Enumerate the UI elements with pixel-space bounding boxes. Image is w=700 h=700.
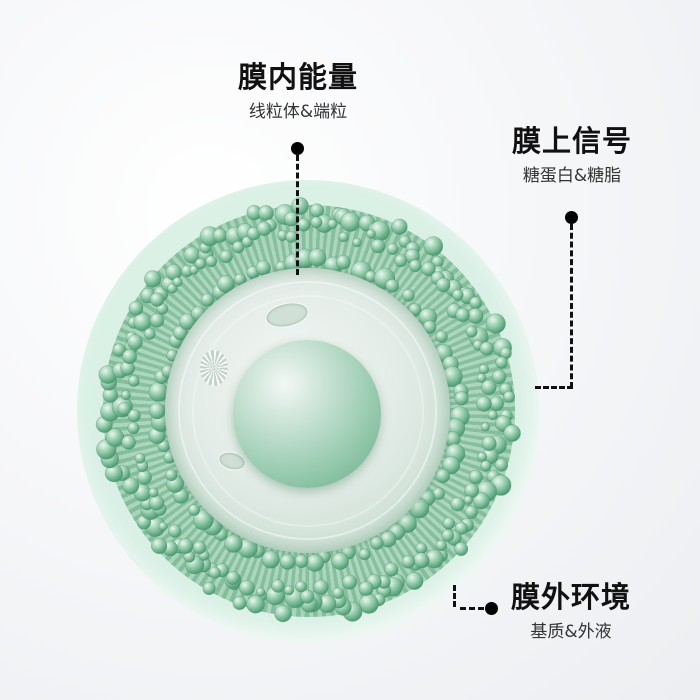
callout-dot — [565, 211, 578, 224]
callout-leader-line — [535, 386, 573, 389]
callout-membrane-signal: 膜上信号 糖蛋白&糖脂 — [492, 124, 652, 188]
callout-leader-line — [570, 224, 573, 388]
callout-subtitle: 糖蛋白&糖脂 — [522, 166, 622, 186]
callout-leader-line — [453, 585, 456, 607]
callout-title: 膜内能量 — [237, 60, 358, 94]
cytoplasm-ripple — [192, 295, 424, 527]
nucleus — [233, 340, 381, 488]
callout-membrane-inner-energy: 膜内能量 线粒体&端粒 — [218, 60, 378, 124]
cytoplasm-ripple — [178, 281, 437, 540]
callout-subtitle: 线粒体&端粒 — [248, 102, 348, 122]
callout-subtitle: 基质&外液 — [530, 622, 612, 642]
callout-title: 膜上信号 — [511, 124, 632, 158]
callout-membrane-outer-environment: 膜外环境 基质&外液 — [496, 580, 646, 644]
callout-leader-line — [460, 607, 484, 610]
callout-dot — [485, 602, 498, 615]
callout-title: 膜外环境 — [510, 580, 631, 614]
callout-leader-line — [296, 155, 299, 275]
callout-dot — [291, 142, 304, 155]
centriole-organelle — [200, 350, 228, 386]
